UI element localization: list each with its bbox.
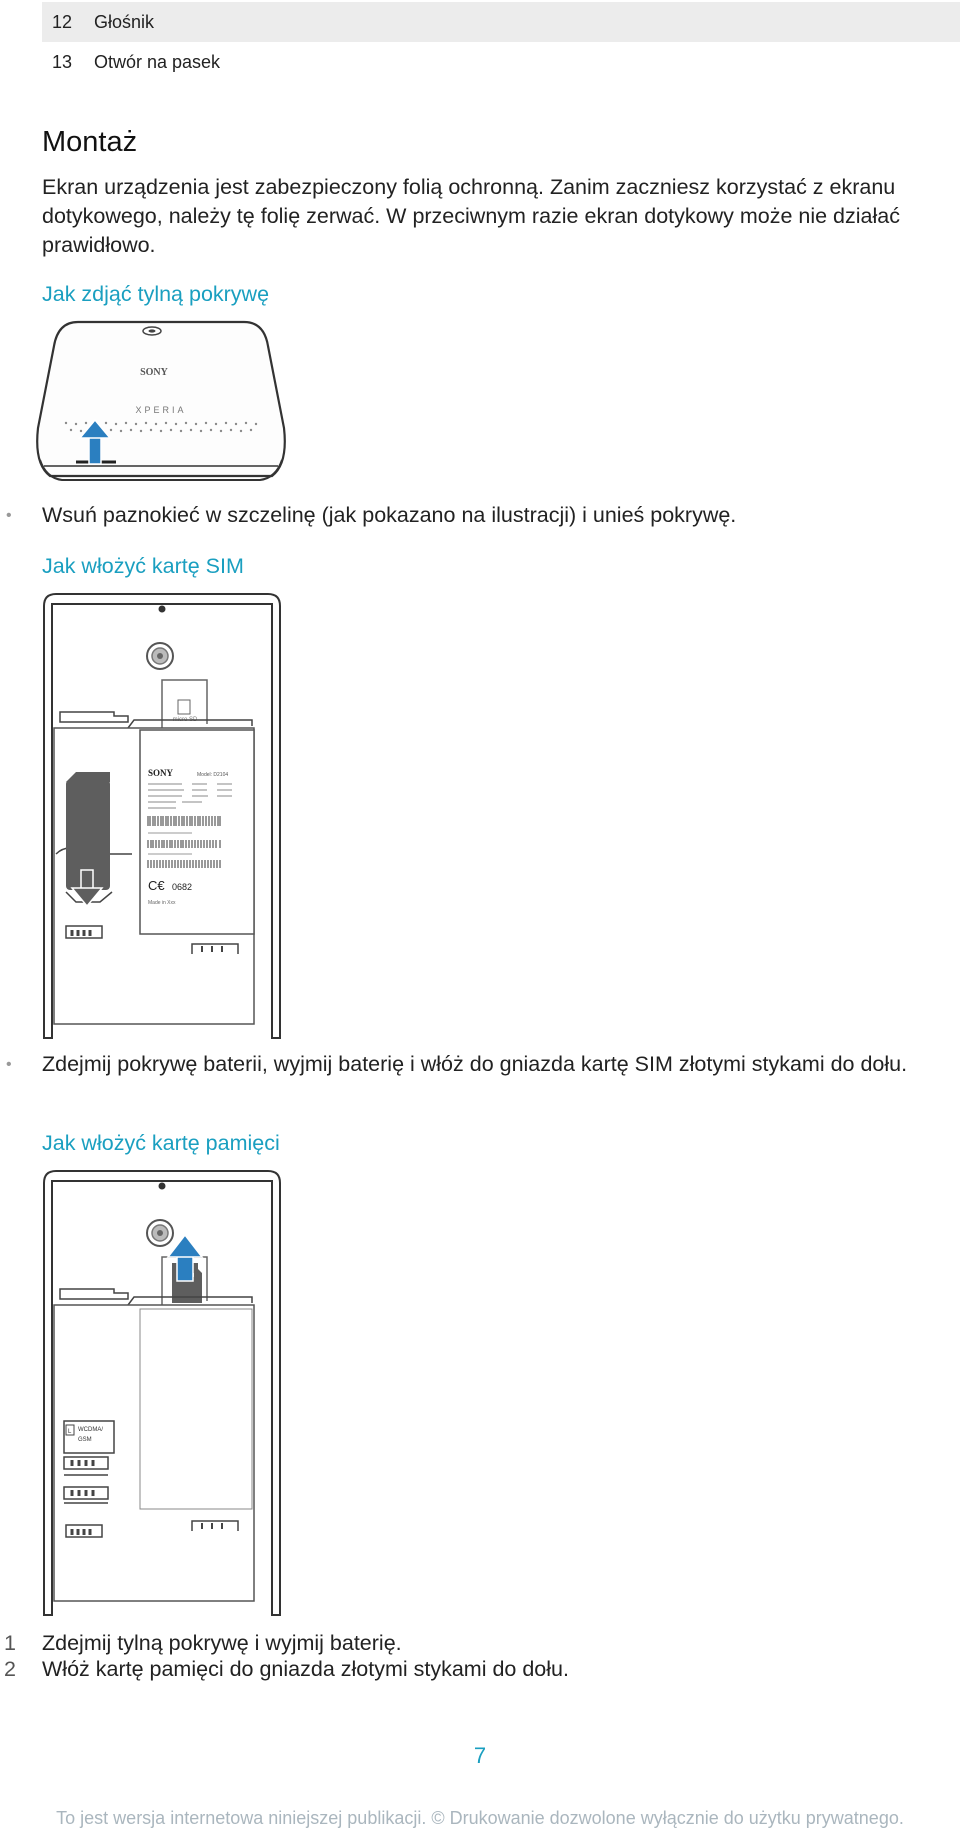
up-arrow-icon xyxy=(78,418,112,465)
speaker-grille xyxy=(64,421,258,433)
footer-note: To jest wersja internetowa niniejszej pu… xyxy=(56,1808,904,1828)
battery-model: Model: D2104 xyxy=(197,772,228,778)
section-title: Montaż xyxy=(42,126,138,158)
step-text: Zdejmij tylną pokrywę i wyjmij baterię. xyxy=(42,1631,402,1655)
insert-memory-card-illustration: L WCDMA/ GSM xyxy=(43,1170,281,1616)
cover-heading: Jak zdjąć tylną pokrywę xyxy=(42,282,270,306)
slot-tag-gsm: GSM xyxy=(78,1437,92,1443)
part-number: 12 xyxy=(52,11,73,32)
microphone-hole xyxy=(158,605,166,613)
ce-number: 0682 xyxy=(172,882,192,892)
step-number: 1 xyxy=(4,1631,16,1655)
down-arrow-icon xyxy=(70,869,104,908)
microphone-hole xyxy=(158,1182,166,1190)
svg-text:L: L xyxy=(68,1429,72,1435)
remove-cover-illustration: SONY XPERIA xyxy=(36,320,286,481)
cover-instruction-text: Wsuń paznokieć w szczelinę (jak pokazano… xyxy=(42,503,737,527)
up-arrow-icon xyxy=(166,1233,204,1282)
insert-sim-illustration: micro SD SONY Model: D2104 C€ 0682 Made … xyxy=(43,593,281,1039)
battery xyxy=(139,729,255,935)
battery-brand: SONY xyxy=(148,768,174,778)
bullet-icon: • xyxy=(6,507,12,524)
camera-lens-icon xyxy=(146,642,174,670)
intro-paragraph: Ekran urządzenia jest zabezpieczony foli… xyxy=(42,175,900,257)
parts-table: 12 Głośnik 13 Otwór na pasek xyxy=(42,2,960,82)
part-label: Otwór na pasek xyxy=(94,51,221,72)
battery-made-in: Made in Xxx xyxy=(148,900,176,906)
step-text: Włóż kartę pamięci do gniazda złotymi st… xyxy=(42,1657,569,1681)
sim-instruction-text: Zdejmij pokrywę baterii, wyjmij baterię … xyxy=(42,1052,908,1076)
ce-mark: C€ xyxy=(148,878,165,893)
cover-logo: SONY xyxy=(140,367,169,378)
bullet-icon: • xyxy=(6,1056,12,1073)
sim-card xyxy=(66,780,110,890)
page-number: 7 xyxy=(473,1743,487,1768)
memory-heading: Jak włożyć kartę pamięci xyxy=(42,1131,280,1155)
table-row: 13 Otwór na pasek xyxy=(42,42,960,82)
sim-heading: Jak włożyć kartę SIM xyxy=(42,554,244,578)
cover-model: XPERIA xyxy=(135,405,186,415)
slot-tag-wcdma: WCDMA/ xyxy=(78,1427,103,1433)
step-number: 2 xyxy=(4,1657,16,1681)
part-number: 13 xyxy=(52,51,73,72)
barcode xyxy=(147,816,221,868)
camera-lens-icon xyxy=(146,1219,174,1247)
part-label: Głośnik xyxy=(94,11,155,32)
table-row: 12 Głośnik xyxy=(42,2,960,42)
